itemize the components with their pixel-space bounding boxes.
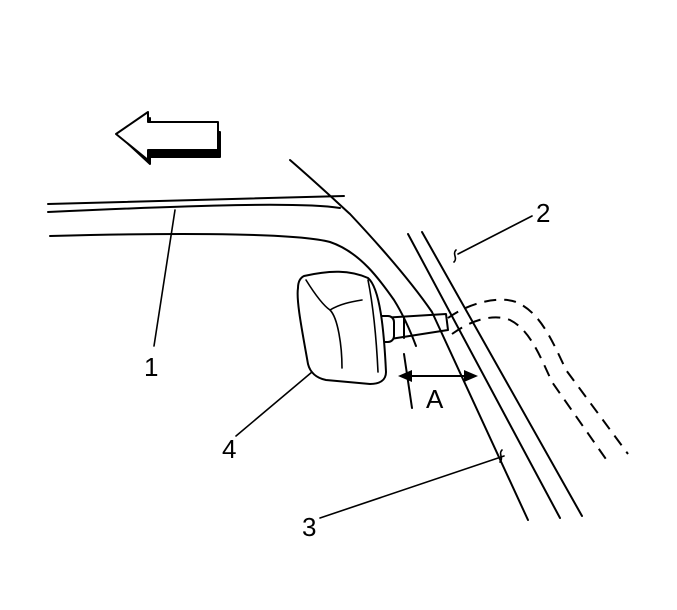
callout-3: 3: [302, 512, 316, 542]
mirror-head: [296, 270, 388, 386]
dimension-label-a: A: [426, 384, 444, 414]
callout-4: 4: [222, 434, 236, 464]
callout-2: 2: [536, 198, 550, 228]
leader-lines: [153, 209, 533, 519]
windshield-edges: [289, 159, 583, 521]
dimension-a-arrow: [398, 370, 478, 382]
hidden-outline: [447, 298, 629, 463]
direction-arrow-icon: [115, 111, 221, 165]
callout-1: 1: [144, 352, 158, 382]
headliner-lines: [47, 195, 417, 347]
